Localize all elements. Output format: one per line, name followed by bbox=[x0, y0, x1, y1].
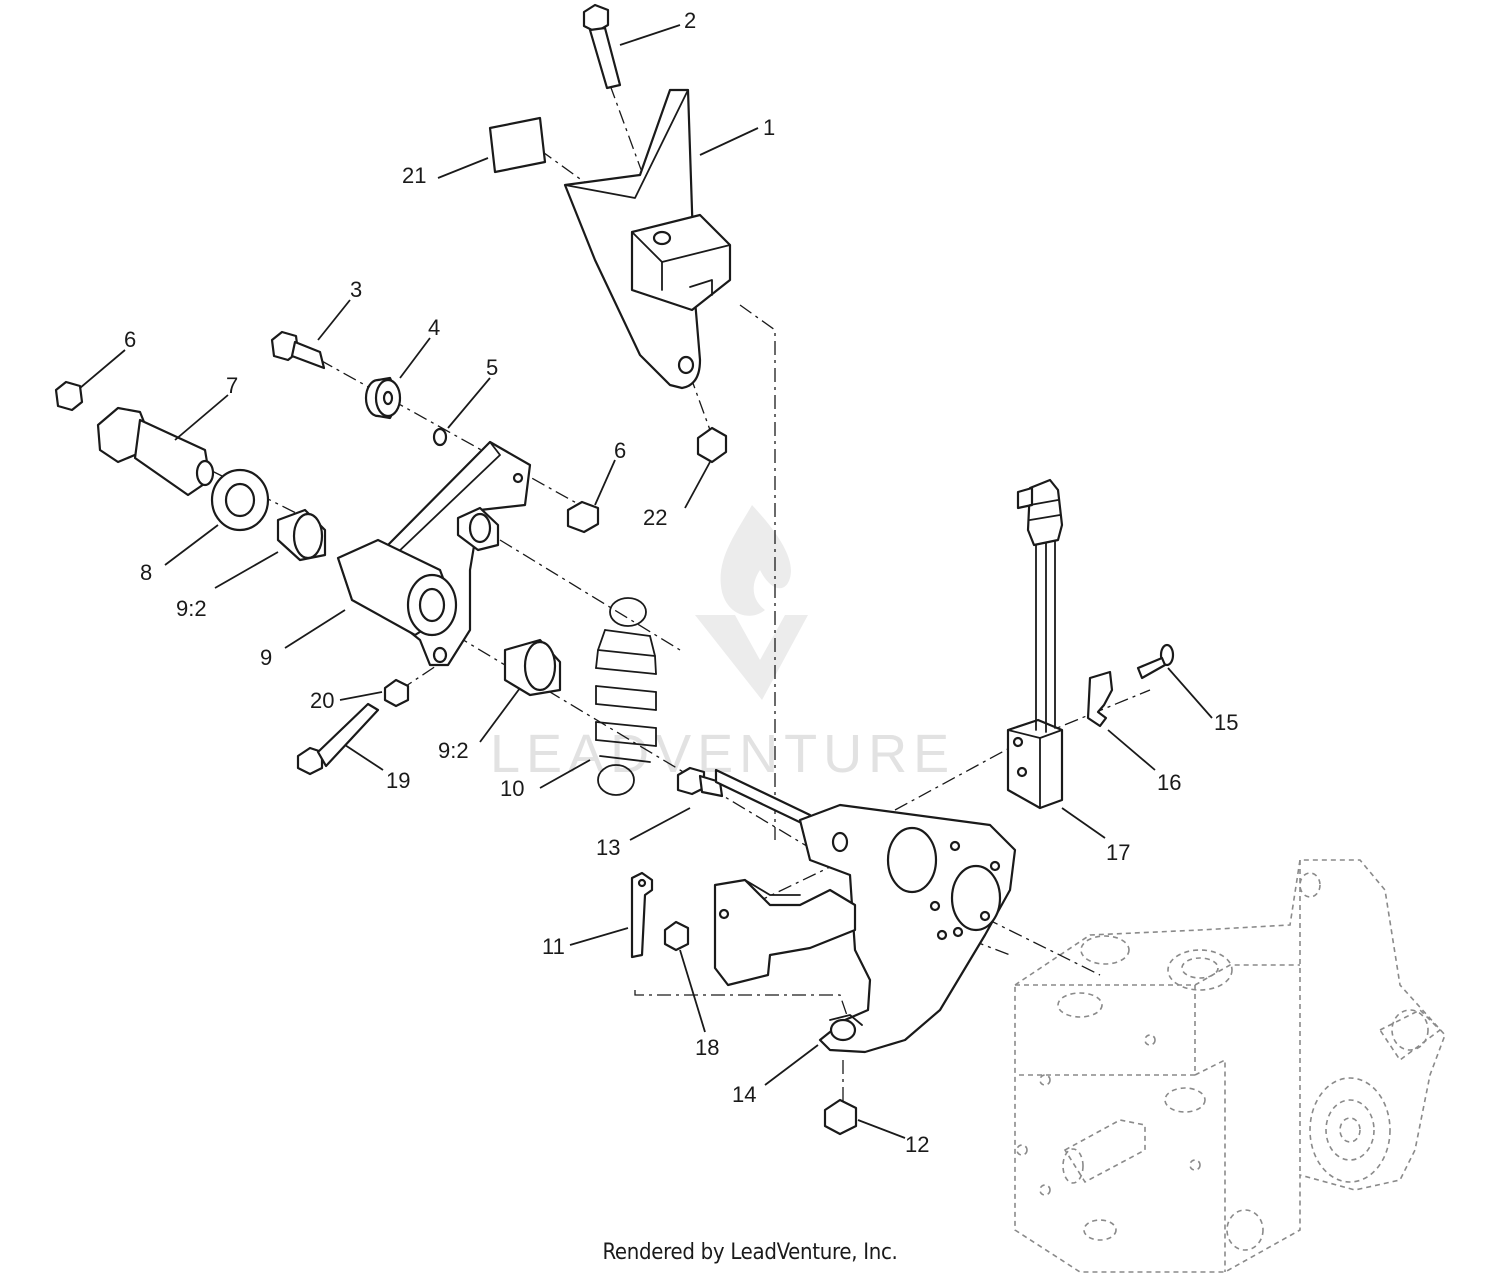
part-bolt-2 bbox=[582, 3, 622, 90]
part-pivot-arm-9 bbox=[336, 440, 532, 667]
callout-19: 19 bbox=[386, 768, 410, 793]
part-pivot-bolt-7 bbox=[96, 406, 215, 497]
callout-10: 10 bbox=[500, 776, 524, 801]
part-bushing-9a bbox=[276, 508, 327, 562]
part-nut-6b bbox=[566, 500, 600, 534]
part-nut-18 bbox=[663, 920, 690, 952]
part-nut-6a bbox=[54, 380, 84, 412]
callout-12: 12 bbox=[905, 1132, 929, 1157]
part-bolt-19 bbox=[296, 702, 380, 776]
hydraulic-pump-ghost bbox=[1014, 859, 1446, 1273]
callout-18: 18 bbox=[695, 1035, 719, 1060]
callout-1: 1 bbox=[763, 115, 775, 140]
leader-lines bbox=[79, 24, 1213, 1139]
callout-16: 16 bbox=[1157, 770, 1181, 795]
part-rod-11 bbox=[630, 871, 654, 959]
callout-20: 20 bbox=[310, 688, 334, 713]
callout-7: 7 bbox=[226, 373, 238, 398]
callout-14: 14 bbox=[732, 1082, 756, 1107]
callout-6b: 6 bbox=[614, 438, 626, 463]
callout-6a: 6 bbox=[124, 327, 136, 352]
callout-labels: 1 2 3 4 5 6 6 7 8 9 9:2 9:2 10 11 12 13 … bbox=[124, 8, 1238, 1157]
callout-2: 2 bbox=[684, 8, 696, 33]
callout-9: 9 bbox=[260, 645, 272, 670]
part-spring-10 bbox=[595, 597, 657, 796]
part-washer-8 bbox=[210, 468, 270, 532]
part-screw-15 bbox=[1136, 643, 1175, 680]
part-nut-22 bbox=[696, 426, 728, 464]
callout-9b: 9:2 bbox=[438, 738, 469, 763]
callout-11: 11 bbox=[542, 934, 565, 959]
callout-9a: 9:2 bbox=[176, 596, 207, 621]
part-decal-21 bbox=[488, 116, 547, 174]
part-washer-5 bbox=[432, 427, 448, 447]
watermark-flame-icon bbox=[720, 505, 791, 616]
part-bushing-9b bbox=[503, 638, 562, 697]
part-nut-12 bbox=[823, 1098, 858, 1136]
callout-22: 22 bbox=[643, 505, 667, 530]
callout-4: 4 bbox=[428, 315, 440, 340]
callout-8: 8 bbox=[140, 560, 152, 585]
callout-17: 17 bbox=[1106, 840, 1130, 865]
watermark-v-icon bbox=[695, 615, 808, 700]
part-nut-20 bbox=[383, 678, 410, 708]
part-spacer-4 bbox=[364, 376, 402, 420]
callout-15: 15 bbox=[1214, 710, 1238, 735]
callout-13: 13 bbox=[596, 835, 620, 860]
part-clip-16 bbox=[1086, 670, 1114, 728]
callout-21: 21 bbox=[402, 163, 426, 188]
part-bolt-3 bbox=[270, 330, 326, 370]
render-credit: Rendered by LeadVenture, Inc. bbox=[602, 1240, 898, 1265]
callout-5: 5 bbox=[486, 355, 498, 380]
part-lever-arm bbox=[563, 88, 732, 390]
part-sensor-17 bbox=[1006, 478, 1064, 810]
part-mount-bracket-14 bbox=[713, 803, 1017, 1054]
watermark: LEADVENTURE bbox=[490, 505, 949, 784]
callout-3: 3 bbox=[350, 277, 362, 302]
